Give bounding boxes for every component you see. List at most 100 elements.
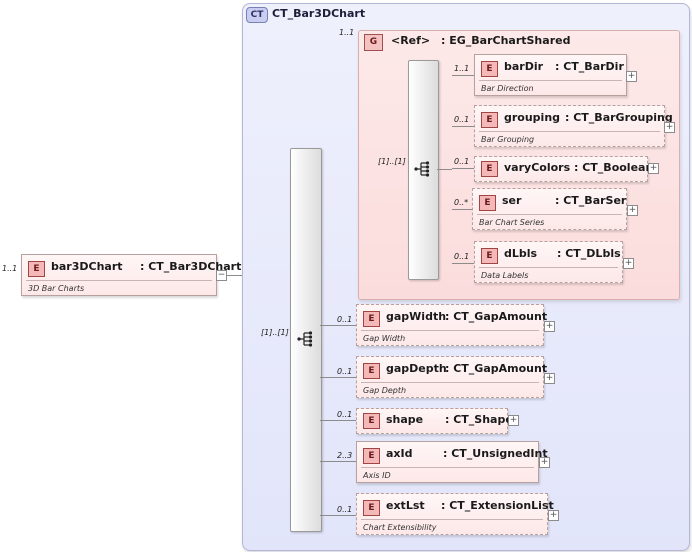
element-badge: E: [481, 248, 498, 264]
element-multiplicity: 0..*: [454, 198, 469, 207]
element-name: axId: [386, 447, 413, 460]
divider: [361, 519, 543, 520]
divider: [479, 131, 660, 132]
element-multiplicity: 0..1: [337, 505, 353, 514]
root-element-name: bar3DChart: [51, 260, 123, 273]
connector: [452, 168, 474, 169]
element-doc: Bar Grouping: [481, 135, 535, 144]
complex-type-badge: CT: [246, 7, 268, 23]
element-badge: E: [479, 195, 496, 211]
connector: [452, 263, 474, 264]
element-name: dLbls: [504, 247, 538, 260]
element-type: : CT_Boolean: [574, 161, 654, 174]
element-name: gapWidth: [386, 310, 447, 323]
divider: [361, 382, 539, 383]
group-sequence-multiplicity: [1]..[1]: [378, 157, 406, 166]
element-multiplicity: 1..1: [454, 64, 470, 73]
outer-sequence-compositor[interactable]: [290, 148, 322, 532]
expand-icon[interactable]: +: [548, 510, 559, 521]
group-ref-label: <Ref>: [391, 34, 431, 47]
sequence-icon: [414, 161, 430, 177]
element-doc: Bar Chart Series: [479, 218, 545, 227]
element-badge: E: [363, 363, 380, 379]
connector: [320, 325, 356, 326]
element-varycolors[interactable]: E varyColors : CT_Boolean: [474, 156, 653, 182]
collapse-root-icon[interactable]: −: [216, 270, 227, 281]
group-name: : EG_BarChartShared: [441, 34, 571, 47]
element-name: grouping: [504, 111, 561, 124]
element-name: shape: [386, 413, 424, 426]
element-badge: E: [363, 413, 380, 429]
element-doc: Data Labels: [481, 271, 529, 280]
element-bardir[interactable]: E barDir : CT_BarDir Bar Direction: [474, 54, 627, 96]
divider: [361, 467, 534, 468]
divider: [361, 330, 539, 331]
element-shape[interactable]: E shape : CT_Shape: [356, 408, 513, 434]
complex-type-title: CT_Bar3DChart: [272, 7, 366, 20]
element-dlbls[interactable]: E dLbls : CT_DLbls Data Labels: [474, 241, 623, 283]
connector: [320, 515, 356, 516]
divider: [477, 214, 622, 215]
expand-icon[interactable]: +: [623, 258, 634, 269]
divider: [479, 80, 622, 81]
element-badge: E: [28, 261, 45, 277]
group-badge: G: [364, 34, 383, 51]
element-ser[interactable]: E ser : CT_BarSer Bar Chart Series: [472, 188, 627, 230]
connector-root-to-ct: [222, 275, 242, 276]
expand-icon[interactable]: +: [648, 163, 659, 174]
element-multiplicity: 0..1: [454, 252, 470, 261]
root-element-type: : CT_Bar3DChart: [140, 260, 242, 273]
root-element-doc: 3D Bar Charts: [28, 284, 85, 293]
element-multiplicity: 0..1: [337, 315, 353, 324]
element-type: : CT_GapAmount: [445, 362, 548, 375]
element-name: extLst: [386, 499, 425, 512]
expand-icon[interactable]: +: [664, 122, 675, 133]
element-badge: E: [363, 311, 380, 327]
element-doc: Chart Extensibility: [363, 523, 437, 532]
connector: [452, 126, 474, 127]
root-multiplicity-label: 1..1: [2, 264, 18, 273]
connector: [320, 420, 356, 421]
element-badge: E: [481, 61, 498, 77]
element-type: : CT_BarDir: [555, 60, 624, 73]
expand-icon[interactable]: +: [508, 415, 519, 426]
element-badge: E: [363, 500, 380, 516]
element-doc: Gap Depth: [363, 386, 407, 395]
expand-icon[interactable]: +: [544, 373, 555, 384]
element-multiplicity: 0..1: [454, 115, 470, 124]
element-extlst[interactable]: E extLst : CT_ExtensionList Chart Extens…: [356, 493, 554, 535]
sequence-icon: [297, 331, 313, 347]
element-doc: Bar Direction: [481, 84, 534, 93]
element-doc: Axis ID: [363, 471, 391, 480]
element-name: barDir: [504, 60, 544, 73]
expand-icon[interactable]: +: [626, 71, 637, 82]
element-type: : CT_UnsignedInt: [443, 447, 548, 460]
expand-icon[interactable]: +: [627, 205, 638, 216]
element-gapdepth[interactable]: E gapDepth : CT_GapAmount Gap Depth: [356, 356, 548, 398]
element-multiplicity: 0..1: [337, 410, 353, 419]
element-type: : CT_DLbls: [557, 247, 621, 260]
group-multiplicity-label: 1..1: [339, 28, 355, 37]
connector: [452, 75, 474, 76]
group-sequence-compositor[interactable]: [408, 60, 439, 280]
element-type: : CT_Shape: [445, 413, 513, 426]
element-type: : CT_ExtensionList: [441, 499, 554, 512]
element-type: : CT_GapAmount: [445, 310, 548, 323]
element-gapwidth[interactable]: E gapWidth : CT_GapAmount Gap Width: [356, 304, 548, 346]
element-badge: E: [481, 161, 498, 177]
expand-icon[interactable]: +: [544, 321, 555, 332]
connector: [320, 377, 356, 378]
connector: [320, 461, 356, 462]
element-name: ser: [502, 194, 522, 207]
element-doc: Gap Width: [363, 334, 406, 343]
element-multiplicity: 0..1: [337, 367, 353, 376]
root-element-bar3dchart[interactable]: E bar3DChart : CT_Bar3DChart 3D Bar Char…: [21, 254, 241, 296]
element-grouping[interactable]: E grouping : CT_BarGrouping Bar Grouping: [474, 105, 673, 147]
connector: [452, 209, 474, 210]
divider: [26, 280, 212, 281]
element-axid[interactable]: E axId : CT_UnsignedInt Axis ID: [356, 441, 548, 483]
expand-icon[interactable]: +: [539, 457, 550, 468]
element-multiplicity: 2..3: [337, 451, 353, 460]
divider: [479, 267, 618, 268]
element-name: gapDepth: [386, 362, 447, 375]
